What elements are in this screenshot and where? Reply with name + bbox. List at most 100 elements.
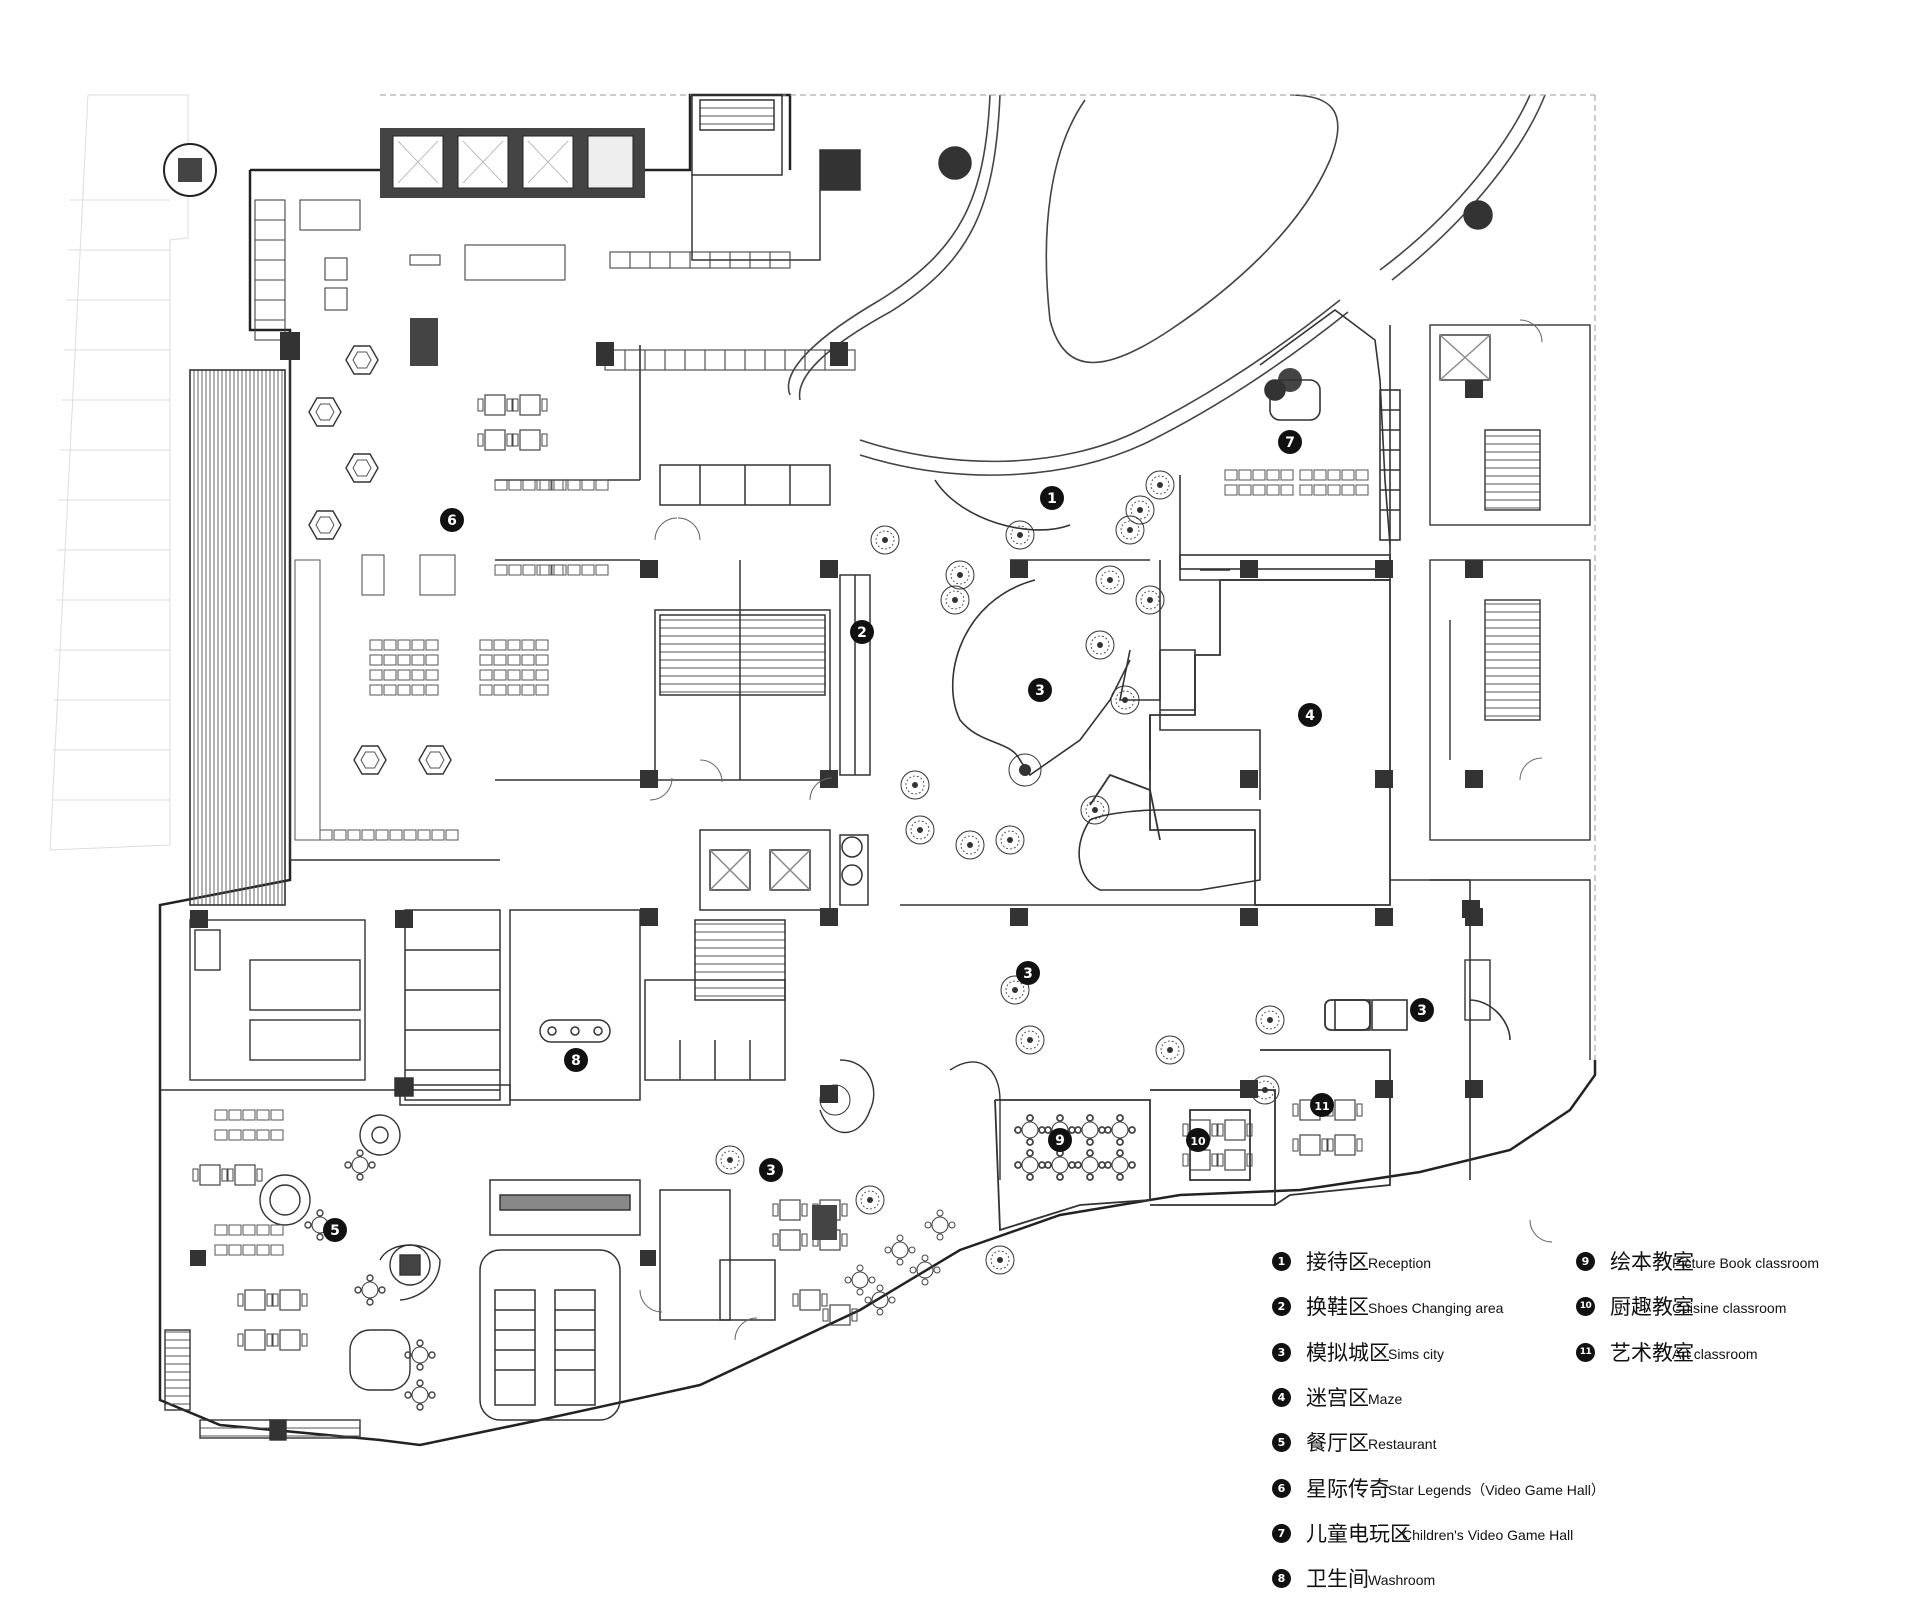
legend-label-zh: 迷宫区 [1306,1385,1369,1410]
legend-label-en: Shoes Changing area [1368,1300,1504,1317]
legend-label-zh: 厨趣教室 [1610,1295,1694,1320]
legend-badge: 11 [1576,1342,1595,1362]
stairwell-top [691,94,1493,261]
zone-6-area [189,345,641,906]
zone-3-right [1334,879,1511,1180]
zone-marker-circle [850,620,874,644]
zone-marker-circle [1048,1128,1072,1152]
zone-marker-5: 5 [323,1218,347,1242]
elevator-core [380,128,645,198]
zone-marker-2: 2 [850,620,874,644]
zone-marker-circle [1278,430,1302,454]
zone-marker-10: 10 [1186,1128,1210,1152]
legend-label-zh: 餐厅区 [1306,1431,1369,1456]
dining-room [479,1179,776,1421]
zone-marker-circle [1298,703,1322,727]
legend-label-zh: 儿童电玩区 [1306,1521,1411,1546]
zone-marker-circle [564,1048,588,1072]
zone-marker-label: 3 [1035,683,1045,699]
zone-marker-3: 3 [759,1158,783,1182]
zone-marker-label: 2 [857,625,867,641]
legend-badge: 6 [1272,1478,1291,1498]
legend-label-zh: 绘本教室 [1610,1250,1694,1274]
zone-9-area [994,1099,1151,1232]
legend-label-en: Sims city [1388,1345,1444,1362]
legend-badge: 10 [1576,1297,1595,1317]
legend-label-en: Children's Video Game Hall [1402,1526,1574,1543]
zone-10-area [1150,1089,1276,1206]
door-swings [639,319,1553,1341]
legend-label-en: Maze [1368,1390,1403,1407]
legend-label-zh: 模拟城区 [1306,1340,1390,1365]
lobby-furniture [254,199,856,371]
exterior-grid [49,94,189,851]
legend-label-en: Cuisine classroom [1672,1300,1787,1317]
zone-marker-circle [1310,1093,1334,1117]
legend-label-zh: 接待区 [1306,1250,1369,1274]
legend-label-en: Picture Book classroom [1672,1255,1820,1271]
zone-7-area [1179,309,1401,581]
zone-marker-label: 9 [1055,1133,1065,1149]
legend-label-zh: 换鞋区 [1306,1295,1369,1320]
zone-6-furniture [294,318,609,841]
legend-badge: 9 [1576,1252,1595,1271]
legend-label-en: Star Legends（Video Game Hall） [1388,1481,1605,1498]
zone-marker-circle [759,1158,783,1182]
zone-marker-7: 7 [1278,430,1302,454]
site-boundary [380,94,1596,1060]
legend-badge: 5 [1272,1433,1291,1453]
elevator-core-middle [694,829,869,1001]
legend-label-en: Reception [1368,1255,1432,1271]
zone-8-washroom [394,909,786,1106]
zone-marker-label: 3 [1417,1003,1427,1019]
zone-1-3-decor [715,368,1302,1275]
legend-label-en: Restaurant [1368,1436,1437,1453]
zone-marker-circle [1016,961,1040,985]
legend-badge: 8 [1272,1569,1291,1589]
legend-label-zh: 卫生间 [1306,1567,1369,1592]
zone-marker-label: 7 [1285,435,1295,451]
right-stair-cores [1429,324,1591,1060]
zone-2-area [654,464,871,781]
zone-marker-3: 3 [1028,678,1052,702]
legend-label-en: Washroom [1368,1572,1436,1589]
zone-marker-9: 9 [1048,1128,1072,1152]
zone-marker-circle [1040,486,1064,510]
zone-marker-label: 5 [330,1223,340,1239]
legend-badge: 3 [1272,1342,1291,1362]
zone-marker-label: 6 [447,513,457,529]
zone-marker-label: 8 [571,1053,581,1069]
zone-marker-11: 11 [1310,1093,1334,1117]
zone-marker-circle [323,1218,347,1242]
zone-1-3-area [900,479,1375,906]
zone-marker-3: 3 [1016,961,1040,985]
zone-marker-1: 1 [1040,486,1064,510]
legend-label-zh: 星际传奇 [1306,1476,1390,1501]
zone-marker-4: 4 [1298,703,1322,727]
zone-4-maze [1089,579,1391,906]
road-outline [787,94,1546,476]
legend-badge: 1 [1272,1252,1291,1271]
legend-label-zh: 艺术教室 [1610,1340,1694,1365]
legend-label-en: Art classroom [1672,1345,1758,1362]
zone-marker-circle [1186,1128,1210,1152]
column-marker [163,143,217,197]
map-markers: 1 2 3 3 3 3 4 5 6 7 8 9 10 11 [323,430,1434,1242]
zone-3-lower [772,1059,1001,1326]
zone-marker-circle [1410,998,1434,1022]
structural-columns [190,332,1483,1266]
zone-marker-8: 8 [564,1048,588,1072]
legend-badge: 4 [1272,1387,1291,1407]
zone-marker-label: 3 [1023,966,1033,982]
zone-marker-label: 4 [1305,708,1315,724]
zone-marker-label: 10 [1190,1135,1206,1148]
zone-marker-label: 11 [1314,1100,1329,1113]
zone-marker-label: 1 [1047,491,1057,507]
zone-marker-label: 3 [766,1163,776,1179]
legend-badge: 7 [1272,1523,1291,1543]
zone-marker-3: 3 [1410,998,1434,1022]
legend-badge: 2 [1272,1297,1291,1317]
zone-5-restaurant [160,919,500,1441]
